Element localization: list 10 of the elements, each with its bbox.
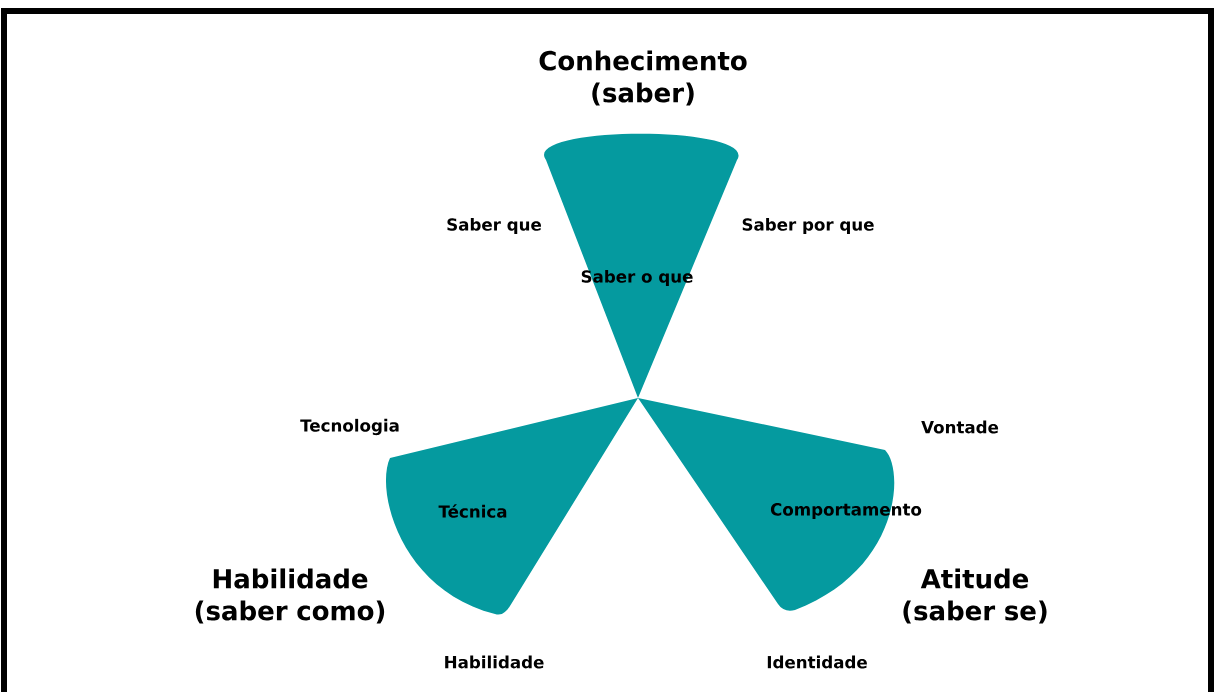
heading: Conhecimento (saber) (539, 50, 747, 106)
side-label: Habilidade (445, 655, 544, 669)
side-label: Saber que (447, 217, 541, 235)
heading: Atitude (saber se) (903, 568, 1047, 624)
side-label: Identidade (767, 655, 867, 669)
wedge-label: Técnica (438, 504, 507, 518)
side-label: Vontade (921, 420, 999, 434)
side-label: Saber por que (742, 217, 874, 235)
heading: Habilidade (saber como) (195, 568, 385, 624)
side-label: Tecnologia (300, 418, 399, 436)
